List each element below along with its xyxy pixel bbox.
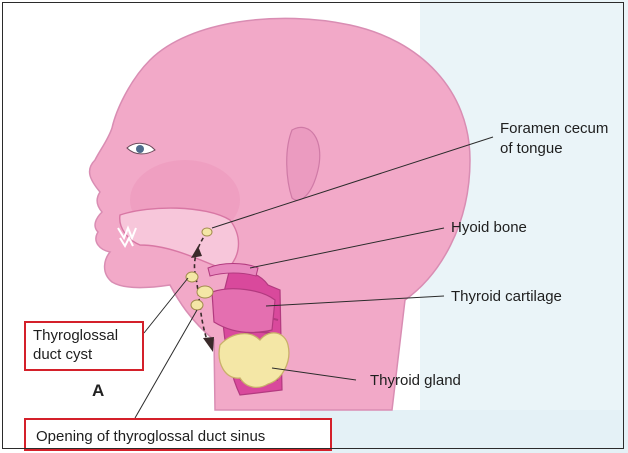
figure-frame — [2, 2, 624, 449]
